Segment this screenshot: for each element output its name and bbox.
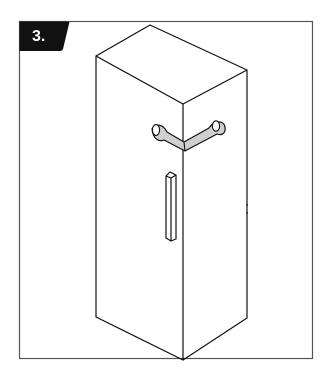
alignment-marks bbox=[246, 204, 248, 214]
step-number: 3. bbox=[32, 28, 46, 45]
vertical-handle-icon bbox=[165, 171, 177, 242]
panel-frame bbox=[18, 20, 314, 360]
step-badge bbox=[19, 21, 70, 51]
corner-bracket-icon bbox=[151, 120, 226, 152]
